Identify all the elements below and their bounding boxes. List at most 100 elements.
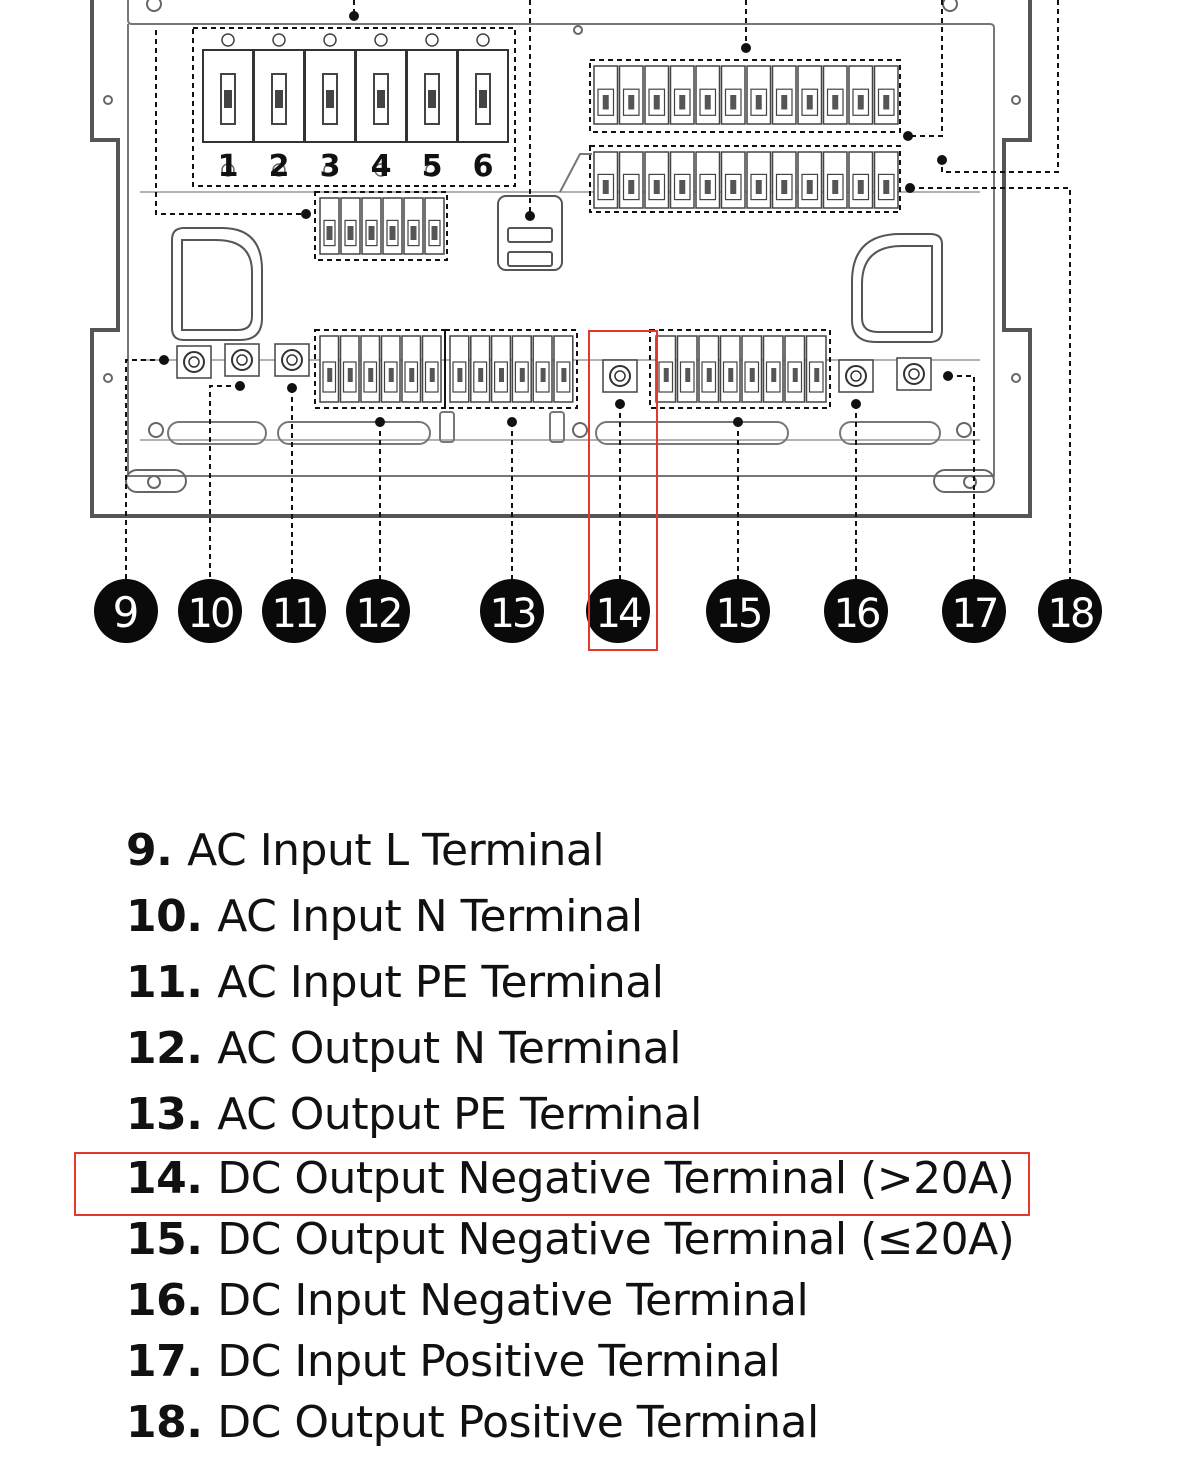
legend-item: 11. AC Input PE Terminal (126, 950, 1014, 1016)
callout-number: 10 (188, 591, 233, 637)
leader-dot (903, 131, 913, 141)
callout-13: 13 (480, 579, 544, 643)
lower-breaker-strip-box (589, 145, 901, 213)
leader-dot (943, 371, 953, 381)
leader-line (209, 385, 240, 580)
inner-panel (127, 0, 995, 477)
callout-circle (1038, 579, 1102, 643)
callout-number: 14 (596, 591, 642, 637)
upper-breaker-strip-box (589, 59, 901, 133)
leader-dot (349, 11, 359, 21)
legend-item-number: 12. (126, 1023, 218, 1074)
screw-terminal (224, 343, 260, 377)
callout-number: 9 (113, 588, 140, 637)
ac-output-n-box (314, 329, 446, 409)
callout-17: 17 (942, 579, 1006, 643)
leader-dot (159, 355, 169, 365)
screw-terminals (176, 343, 932, 393)
breakers (202, 33, 509, 177)
legend-item-text: DC Output Negative Terminal (≤20A) (217, 1214, 1015, 1265)
legend-item: 14. DC Output Negative Terminal (>20A) (126, 1148, 1015, 1209)
leader-dots (159, 11, 953, 427)
legend-item: 15. DC Output Negative Terminal (≤20A) (126, 1209, 1015, 1270)
screw-terminal (274, 343, 310, 377)
callout-number: 11 (272, 591, 317, 637)
mounting-holes (103, 0, 1021, 493)
dc-neg-small-box (649, 329, 831, 409)
legend-item-text: DC Input Negative Terminal (217, 1275, 809, 1326)
legend-item-text: AC Input PE Terminal (217, 957, 664, 1008)
breaker-group-box (192, 27, 516, 187)
legend-item-number: 9. (126, 825, 188, 876)
leader-line (910, 187, 1071, 580)
legend-item-number: 16. (126, 1275, 218, 1326)
leader-dot (235, 381, 245, 391)
leader-dot (733, 417, 743, 427)
callout-circle (480, 579, 544, 643)
callout-circle (346, 579, 410, 643)
screw-terminal (176, 345, 212, 379)
legend-item-number: 11. (126, 957, 218, 1008)
legend-item-text: AC Input N Terminal (217, 891, 643, 942)
legend-item-text: AC Input L Terminal (187, 825, 605, 876)
bottom-terminal-strips (319, 335, 827, 403)
highlight-box-14 (588, 330, 658, 651)
callout-circle (178, 579, 242, 643)
lower-breaker-strip (593, 151, 899, 209)
breaker-number-label: 3 (320, 149, 341, 184)
callout-circle (262, 579, 326, 643)
leader-line (125, 359, 164, 580)
callout-number: 18 (1048, 591, 1093, 637)
callout-circle (706, 579, 770, 643)
leader-line (908, 0, 943, 137)
callout-11: 11 (262, 579, 326, 643)
legend-item-text: AC Output PE Terminal (217, 1089, 702, 1140)
leader-dot (287, 383, 297, 393)
legend-item: 17. DC Input Positive Terminal (126, 1331, 1014, 1392)
callout-markers: 9 10 11 12 13 14 15 16 17 18 (94, 579, 1102, 643)
callout-circle (942, 579, 1006, 643)
legend-item-text: DC Input Positive Terminal (217, 1336, 781, 1387)
callout-circle (94, 579, 158, 643)
breaker-number-label: 6 (473, 149, 494, 184)
callout-15: 15 (706, 579, 770, 643)
leader-dot (741, 43, 751, 53)
leader-dot (375, 417, 385, 427)
callout-circle (824, 579, 888, 643)
legend-item-number: 14. (126, 1153, 218, 1204)
callout-number: 13 (490, 591, 535, 637)
callout-number: 15 (716, 591, 761, 637)
leader-dot (851, 399, 861, 409)
legend-item: 10. AC Input N Terminal (126, 884, 1014, 950)
callout-12: 12 (346, 579, 410, 643)
cable-glands (171, 227, 943, 343)
legend-item-text: AC Output N Terminal (217, 1023, 681, 1074)
callout-14: 14 (586, 579, 650, 643)
leader-dot (615, 399, 625, 409)
breaker-number-label: 1 (218, 149, 239, 184)
callout-18: 18 (1038, 579, 1102, 643)
callout-9: 9 (94, 579, 158, 643)
legend-item-number: 13. (126, 1089, 218, 1140)
legend-item-text: DC Output Positive Terminal (217, 1397, 819, 1448)
leader-dot (937, 155, 947, 165)
legend-item: 9. AC Input L Terminal (126, 818, 1014, 884)
leader-dot (905, 183, 915, 193)
screw-terminal (602, 359, 638, 393)
callout-number: 16 (834, 591, 879, 637)
leader-lines (125, 0, 1071, 580)
legend-item-number: 15. (126, 1214, 218, 1265)
usb-ports (497, 195, 563, 271)
breaker-number-label: 4 (371, 149, 392, 184)
legend-item: 13. AC Output PE Terminal (126, 1082, 1014, 1148)
leader-line (155, 30, 306, 215)
legend-item: 12. AC Output N Terminal (126, 1016, 1014, 1082)
screw-terminal (896, 357, 932, 391)
leader-line (941, 0, 1059, 173)
legend-item-number: 10. (126, 891, 218, 942)
cable-slots (167, 411, 941, 445)
callout-16: 16 (824, 579, 888, 643)
breaker-number-label: 5 (422, 149, 443, 184)
